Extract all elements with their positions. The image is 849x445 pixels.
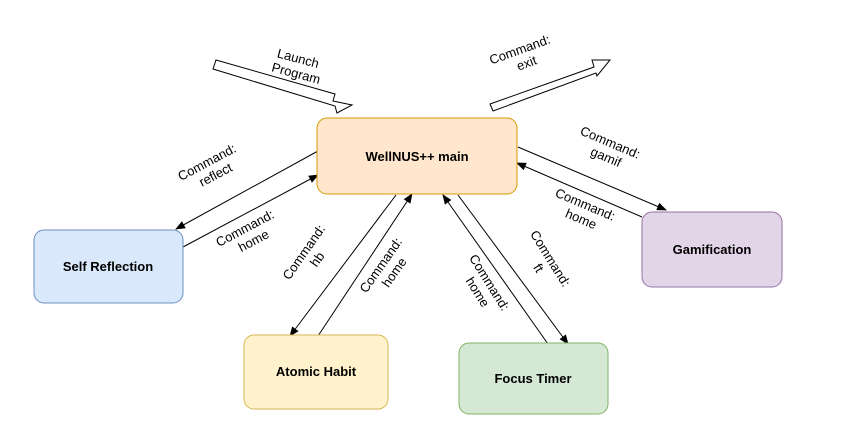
focus-timer-node: Focus Timer <box>458 342 609 415</box>
edge-main-to-focus-timer <box>457 194 569 345</box>
edge-self-reflection-to-main <box>182 174 319 248</box>
edge-gamification-to-main <box>516 162 643 218</box>
home-from-self-reflection-label: Command: home <box>213 205 286 263</box>
exit-arrow <box>489 59 612 112</box>
gamification-node-label: Gamification <box>673 242 752 257</box>
ft-label: Command: ft <box>514 228 575 301</box>
edge-atomic-habit-to-main <box>317 193 413 337</box>
self-reflection-node-label: Self Reflection <box>63 259 153 274</box>
atomic-habit-node-label: Atomic Habit <box>276 364 357 379</box>
edge-main-to-atomic-habit <box>289 194 397 337</box>
home-from-focus-timer-label: Command: home <box>453 252 514 325</box>
focus-timer-node-label: Focus Timer <box>494 371 571 386</box>
home-from-atomic-habit-label: Command: home <box>356 232 419 304</box>
launch-arrow <box>212 59 354 114</box>
hb-label: Command: hb <box>279 219 342 291</box>
edge-main-to-self-reflection <box>175 150 319 230</box>
main-node-label: WellNUS++ main <box>365 149 468 164</box>
home-from-gamification-label: Command: home <box>547 185 621 239</box>
exit-label: Command: exit <box>487 30 560 81</box>
reflect-label: Command: reflect <box>175 139 248 197</box>
main-node: WellNUS++ main <box>316 117 518 195</box>
gamif-label: Command: gamif <box>572 123 646 177</box>
self-reflection-node: Self Reflection <box>33 229 184 304</box>
gamification-node: Gamification <box>641 211 783 288</box>
edge-main-to-gamification <box>517 146 667 211</box>
edge-focus-timer-to-main <box>442 194 549 345</box>
atomic-habit-node: Atomic Habit <box>243 334 389 410</box>
